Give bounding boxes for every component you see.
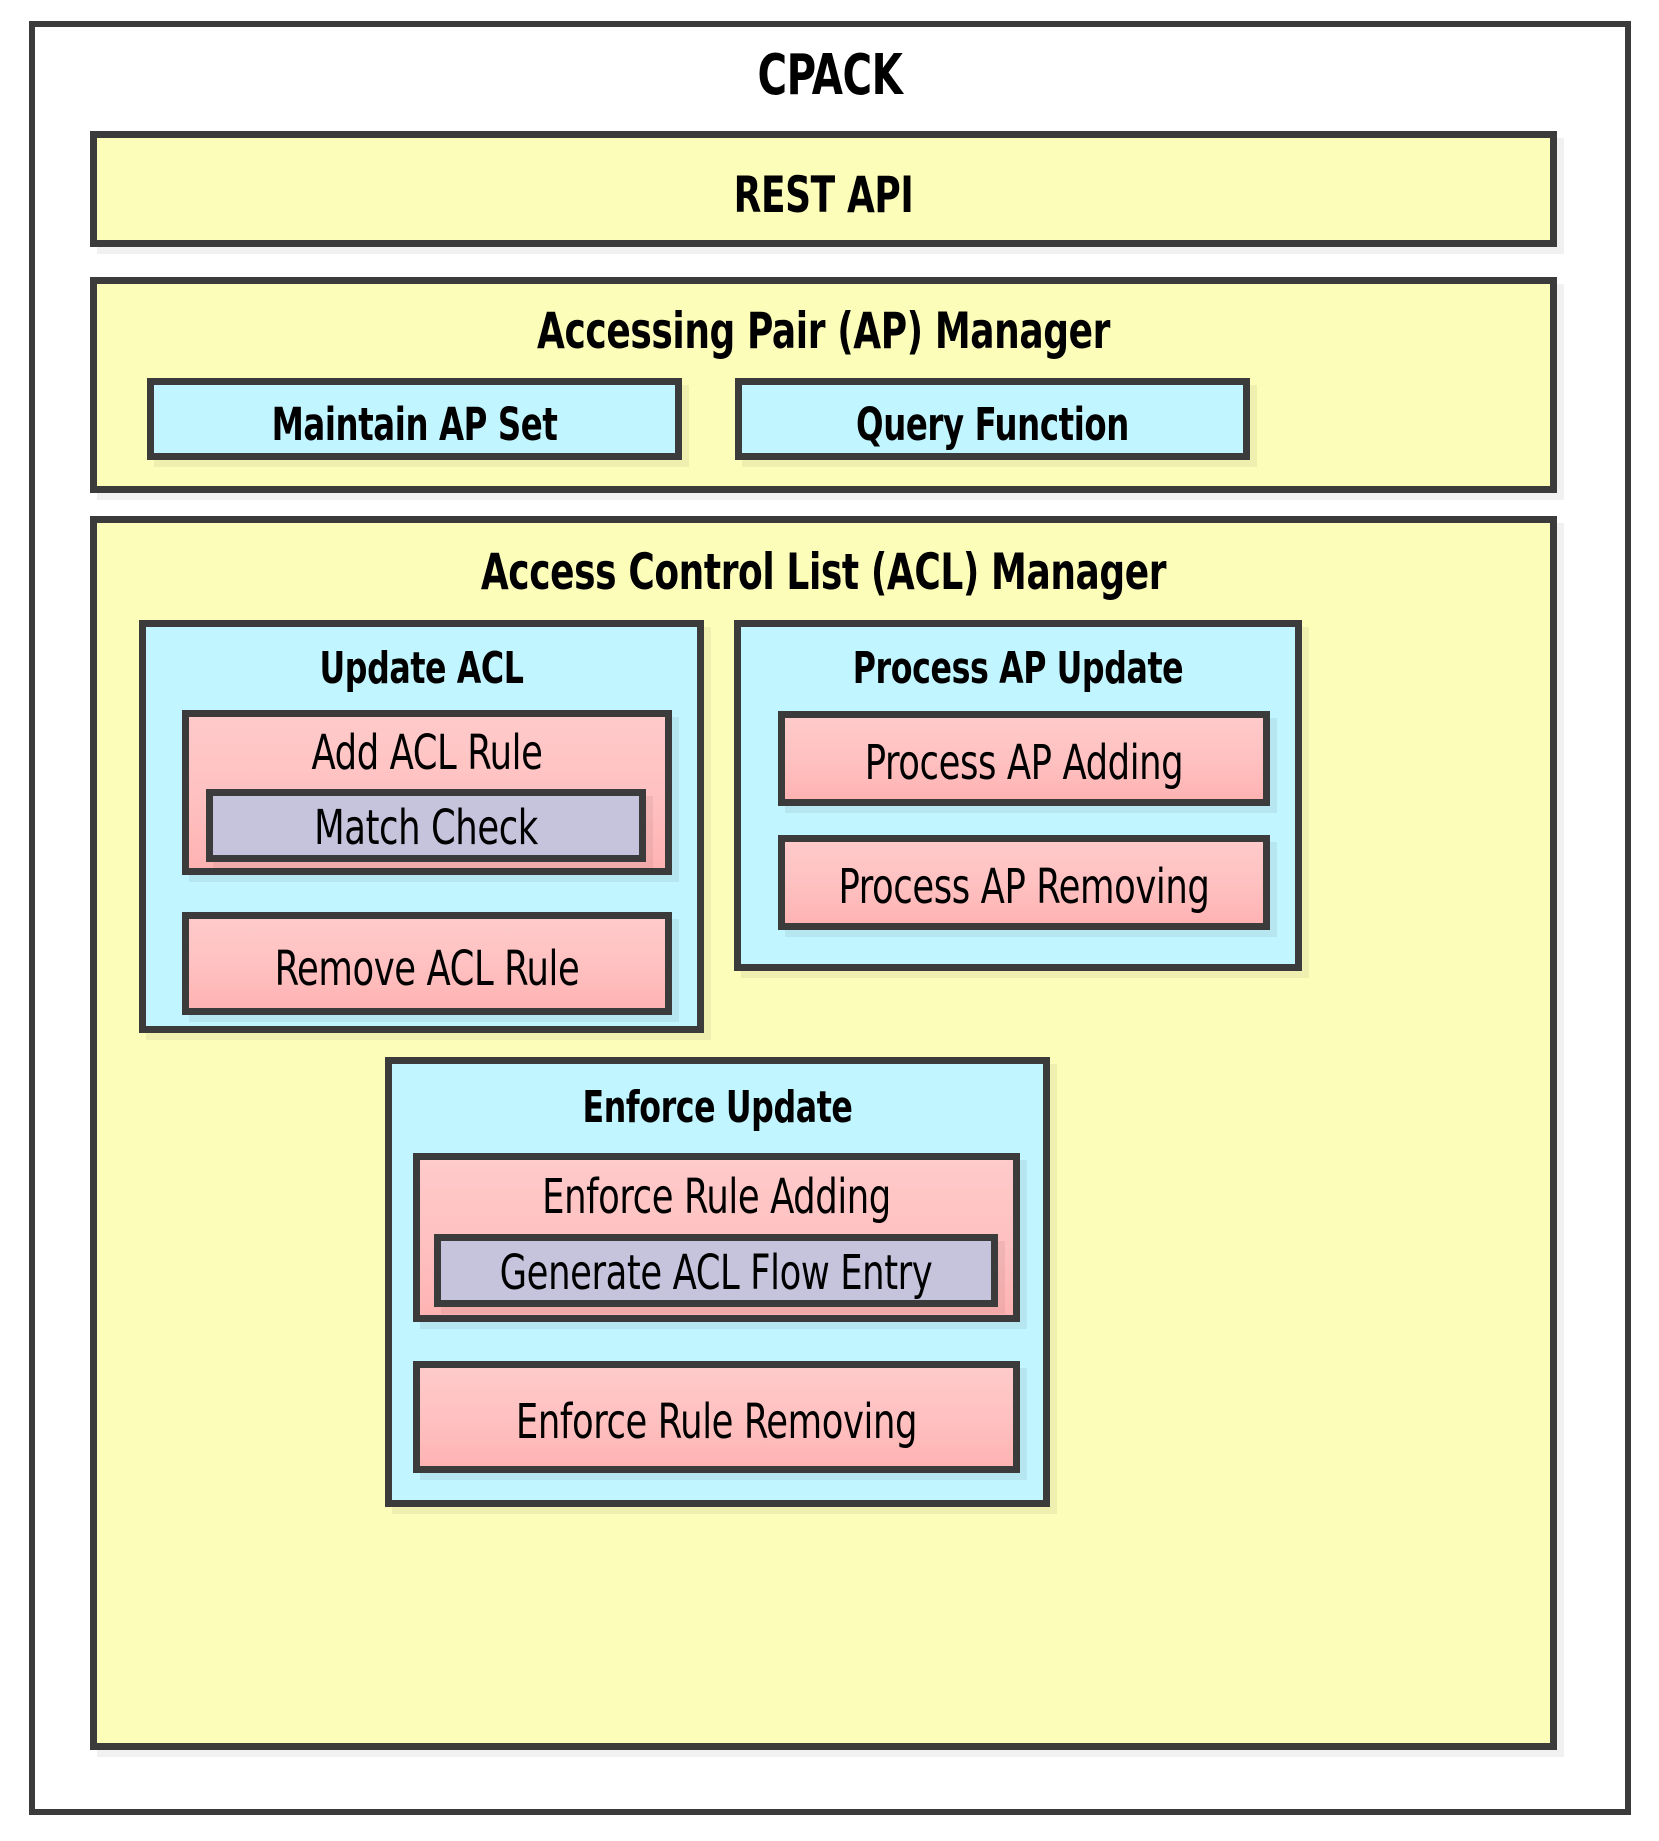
function-enforce-rule-adding[interactable]: Enforce Rule Adding Generate ACL Flow En… [413,1153,1020,1322]
function-process-ap-adding-label: Process AP Adding [864,735,1184,791]
function-add-acl-rule[interactable]: Add ACL Rule Match Check [182,710,672,875]
module-maintain-ap-set-label: Maintain AP Set [271,398,558,451]
page-title: CPACK [757,43,903,108]
layer-acl-manager[interactable]: Access Control List (ACL) Manager Update… [90,516,1557,1750]
function-process-ap-adding[interactable]: Process AP Adding [778,711,1270,806]
function-process-ap-removing[interactable]: Process AP Removing [778,835,1270,930]
function-enforce-rule-adding-label: Enforce Rule Adding [542,1169,891,1225]
module-query-function-label: Query Function [856,398,1129,451]
layer-ap-manager[interactable]: Accessing Pair (AP) Manager Maintain AP … [90,277,1557,493]
subfunction-match-check[interactable]: Match Check [206,789,646,862]
module-maintain-ap-set[interactable]: Maintain AP Set [147,378,682,460]
function-remove-acl-rule-label: Remove ACL Rule [274,941,580,997]
subfunction-generate-acl-flow-entry-label: Generate ACL Flow Entry [499,1245,933,1301]
function-process-ap-removing-label: Process AP Removing [838,859,1210,915]
layer-acl-manager-label: Access Control List (ACL) Manager [480,543,1167,601]
module-update-acl-label: Update ACL [319,643,524,694]
layer-ap-manager-label: Accessing Pair (AP) Manager [537,302,1110,360]
function-remove-acl-rule[interactable]: Remove ACL Rule [182,912,672,1015]
subfunction-match-check-label: Match Check [314,800,538,856]
module-query-function[interactable]: Query Function [735,378,1250,460]
layer-rest-api[interactable]: REST API [90,131,1557,247]
function-add-acl-rule-label: Add ACL Rule [311,725,543,781]
subfunction-generate-acl-flow-entry[interactable]: Generate ACL Flow Entry [434,1234,998,1307]
module-process-ap-update-label: Process AP Update [852,643,1184,694]
function-enforce-rule-removing[interactable]: Enforce Rule Removing [413,1361,1020,1473]
function-enforce-rule-removing-label: Enforce Rule Removing [515,1394,918,1450]
module-enforce-update[interactable]: Enforce Update Enforce Rule Adding Gener… [385,1057,1050,1507]
module-process-ap-update[interactable]: Process AP Update Process AP Adding Proc… [734,620,1302,971]
layer-rest-api-label: REST API [733,166,914,224]
module-update-acl[interactable]: Update ACL Add ACL Rule Match Check Remo… [139,620,704,1033]
module-enforce-update-label: Enforce Update [582,1082,853,1133]
